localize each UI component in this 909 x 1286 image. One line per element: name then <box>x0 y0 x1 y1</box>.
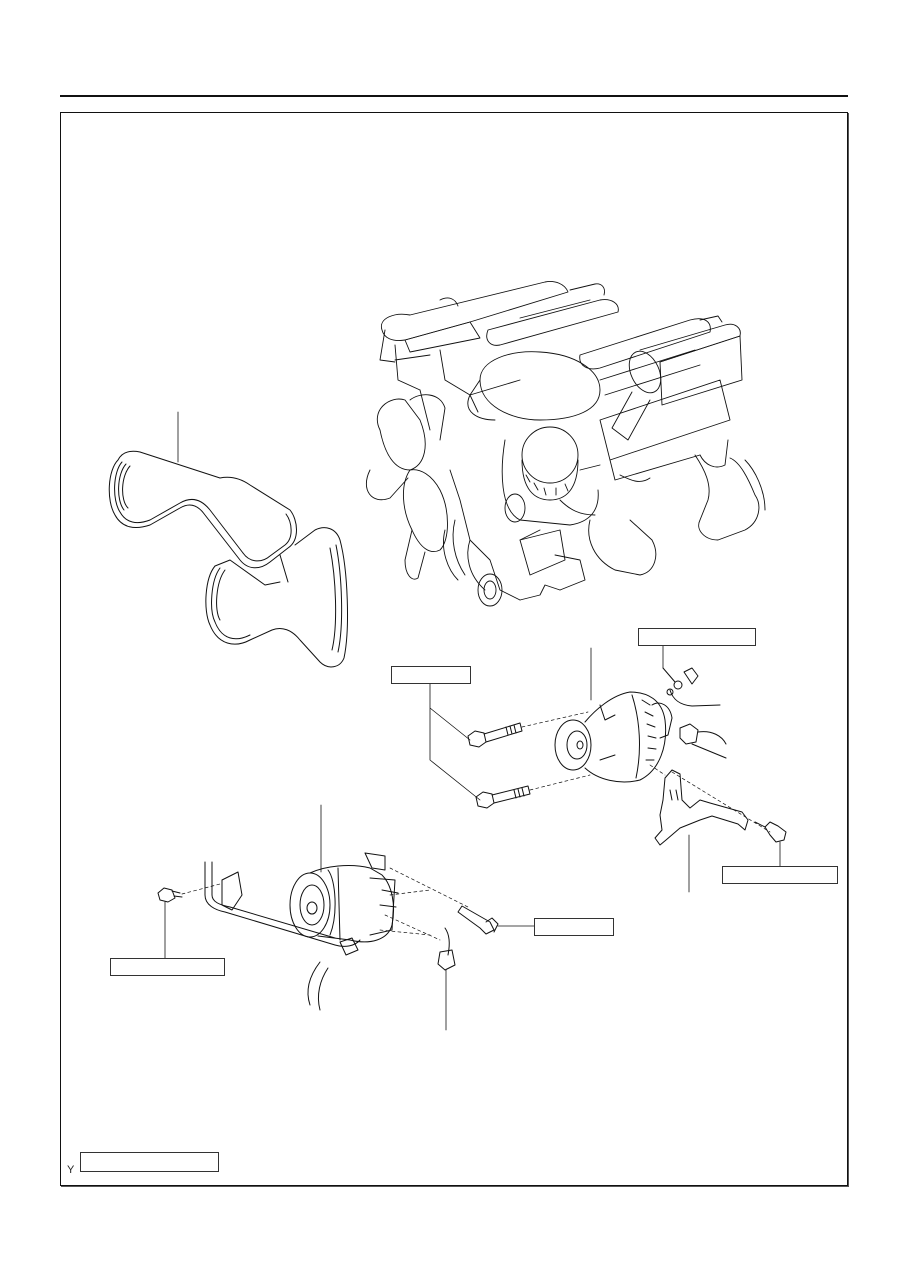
header-rule <box>60 95 848 97</box>
legend-box <box>80 1152 219 1172</box>
engine-drawing <box>365 281 766 607</box>
callout-generator-bolts <box>391 666 471 684</box>
generator-drawing <box>429 645 727 809</box>
generator-bolt-lower <box>475 785 531 809</box>
callout-terminal-nut <box>638 628 756 646</box>
callout-compressor-bolt <box>534 918 614 936</box>
compressor-drawing <box>157 804 535 1031</box>
belt-drawing <box>108 411 348 668</box>
bracket-drawing <box>649 764 787 893</box>
figure-id: Y <box>67 1164 75 1176</box>
generator-bolt-upper <box>467 722 523 748</box>
callout-bracket-bolt <box>722 866 838 884</box>
callout-pipe-bolt <box>110 958 225 976</box>
figure-frame <box>60 112 848 1186</box>
